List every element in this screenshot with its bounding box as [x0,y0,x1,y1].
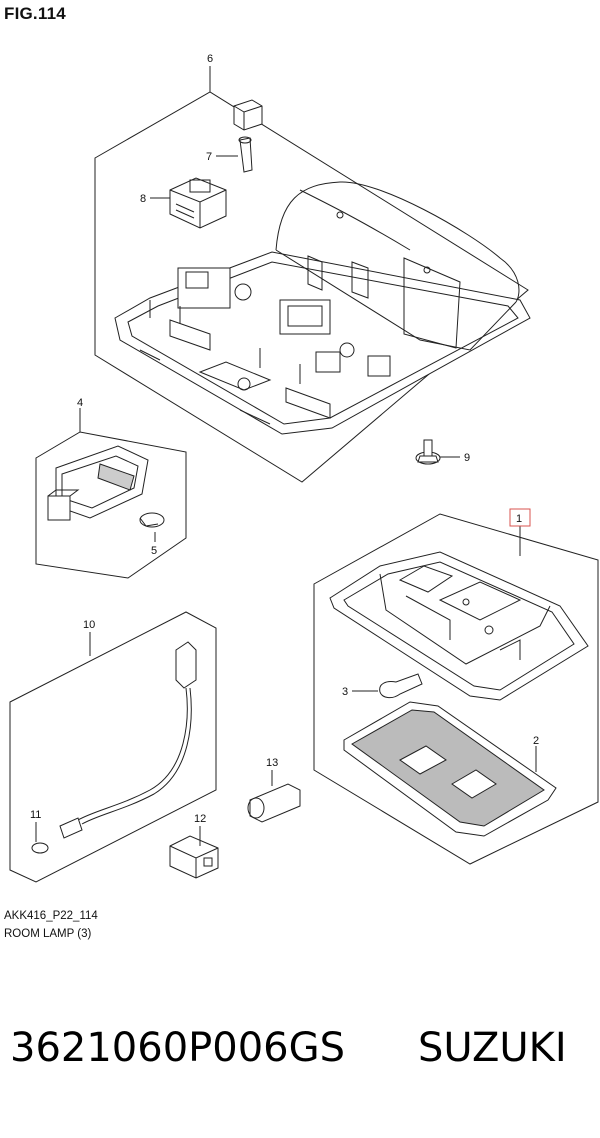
clip-part-7 [233,99,263,173]
bulb-part-11 [31,842,49,854]
exploded-parts-diagram: 1 2 3 4 5 6 7 8 9 10 11 12 13 [9,53,599,883]
figure-code: AKK416_P22_114 [4,910,98,922]
callout-12[interactable]: 12 [194,813,206,825]
lens-part-2 [343,701,557,837]
callout-10[interactable]: 10 [83,619,95,631]
room-lamp-housing-part-1 [329,551,589,701]
callout-3[interactable]: 3 [342,686,348,698]
callout-13[interactable]: 13 [266,757,278,769]
callout-2[interactable]: 2 [533,735,539,747]
group-box-1 [313,513,599,865]
screw-part-9 [415,439,441,465]
connector-part-12 [169,835,219,879]
callout-4[interactable]: 4 [77,397,83,409]
callout-6[interactable]: 6 [207,53,213,65]
bulb-part-5 [139,512,165,528]
figure-title: FIG.114 [4,4,66,23]
callout-9[interactable]: 9 [464,452,470,464]
group-box-6 [94,91,529,483]
callout-8[interactable]: 8 [140,193,146,205]
overhead-console-housing [114,181,531,435]
callout-5[interactable]: 5 [151,545,157,557]
lamp-lens-part-4 [47,445,149,521]
figure-name: ROOM LAMP (3) [4,928,92,940]
callout-1-highlight [509,508,531,527]
switch-part-8 [169,177,227,229]
socket-part-13 [247,783,301,823]
callout-7[interactable]: 7 [206,151,212,163]
wedge-bulb-part-3 [379,673,423,699]
wire-harness-part-10 [59,641,197,839]
callout-1[interactable]: 1 [516,513,522,525]
group-box-10 [9,611,217,883]
brand-name: SUZUKI [418,1025,567,1071]
callout-11[interactable]: 11 [30,809,41,821]
part-number: 3621060P006GS [10,1025,345,1071]
